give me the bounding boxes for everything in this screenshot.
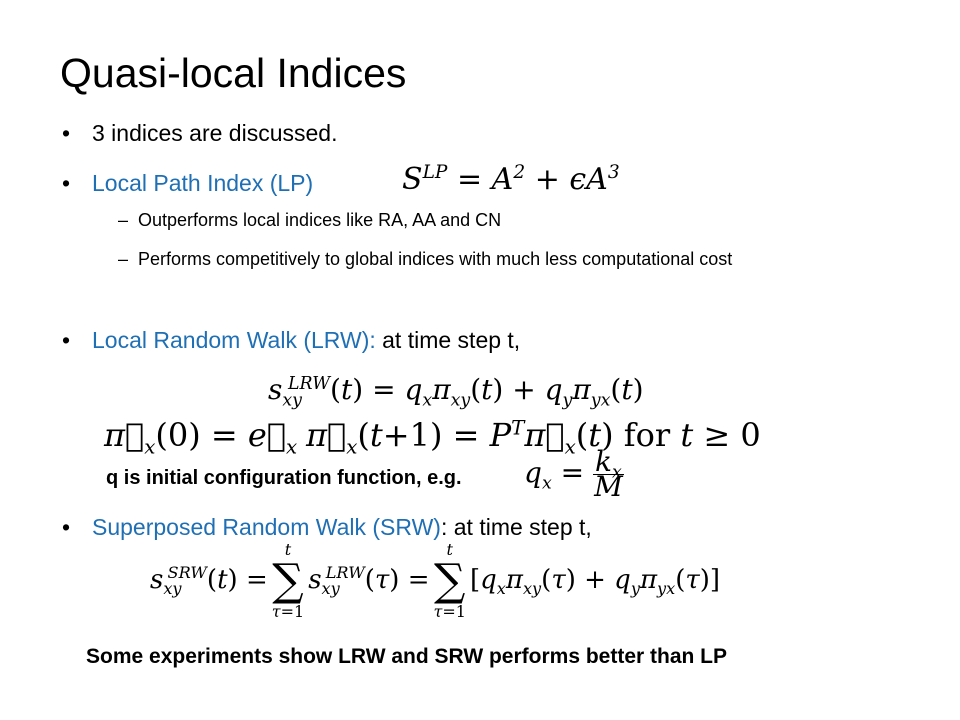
bullet-label-srw: Superposed Random Walk (SRW) [92,514,441,540]
bullet-superposed-random-walk: • Superposed Random Walk (SRW): at time s… [62,512,592,542]
sub-bullet-outperforms: –Outperforms local indices like RA, AA a… [118,208,501,232]
bullet-marker: • [62,170,71,196]
dash-marker: – [118,249,129,269]
sub-bullet-competitive: –Performs competitively to global indice… [118,247,758,271]
bullet-text-lp: Local Path Index (LP) [92,170,314,196]
formula-lrw-initial: π⃗x(0) = e⃗x [104,416,298,459]
bullet-marker: • [62,327,71,353]
bullet-text: 3 indices are discussed. [92,120,338,146]
formula-lp: SLP = A2 + ϵA3 [402,162,620,197]
dash-marker: – [118,210,129,230]
bullet-text-srw: : at time step t, [440,514,592,540]
bullet-marker: • [62,514,71,540]
bullet-label-lrw: Local Random Walk (LRW): [92,327,376,353]
summation-1: t∑τ=1 [271,540,305,621]
bullet-local-path-index: • Local Path Index (LP) [62,168,313,198]
sub-bullet-text: Performs competitively to global indices… [138,249,733,269]
formula-lrw-similarity: sxyLRW(t) = qxπxy(t) + qyπyx(t) [268,373,644,411]
bullet-marker: • [62,120,71,146]
summation-2: t∑τ=1 [433,540,466,621]
sub-bullet-text: Outperforms local indices like RA, AA an… [138,210,502,230]
formula-lrw-recurrence: π⃗x(t+1) = PTπ⃗x(t) for t ≥ 0 [306,416,761,459]
bullet-local-random-walk: • Local Random Walk (LRW): at time step t… [62,325,520,355]
footer-conclusion: Some experiments show LRW and SRW perfor… [86,645,728,668]
note-q-definition: q is initial configuration function, e.g… [106,467,462,489]
bullet-text-lrw: at time step t, [375,327,521,353]
slide-title: Quasi-local Indices [60,50,407,96]
bullet-indices-count: • 3 indices are discussed. [62,118,337,148]
